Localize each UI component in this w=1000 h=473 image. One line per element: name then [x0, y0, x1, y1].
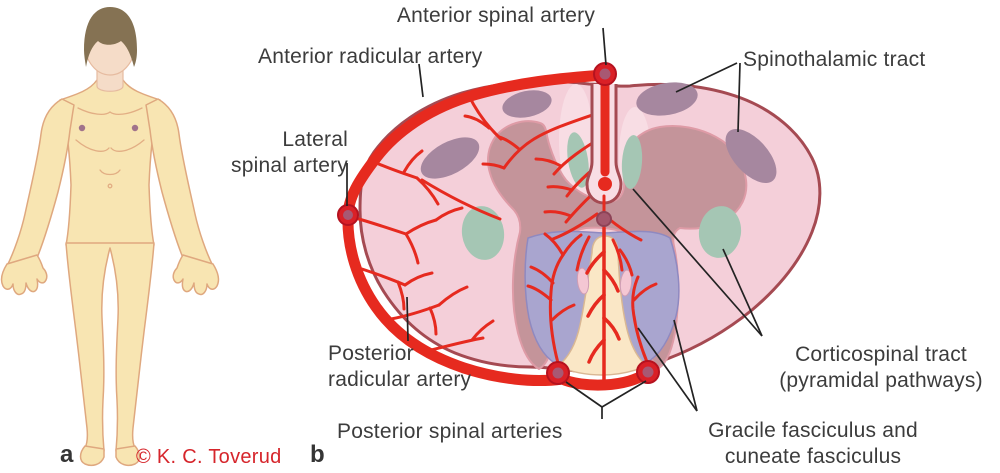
- posterior-spinal-artery-node-left: [546, 361, 570, 385]
- central-canal-node: [596, 211, 612, 227]
- label-lateral-spinal-artery: Lateral spinal artery: [231, 128, 348, 177]
- label-posterior-radicular-artery: Posterior radicular artery: [328, 342, 472, 391]
- panel-letter-a: a: [60, 441, 74, 468]
- spinothalamic-tract-patches: [420, 82, 777, 184]
- anterior-spinal-artery-node: [593, 62, 617, 86]
- hair: [84, 7, 137, 67]
- label-anterior-spinal-artery: Anterior spinal artery: [396, 4, 596, 27]
- illustrator-credit: © K. C. Toverud: [136, 446, 282, 468]
- corticospinal-tract-patches: [461, 132, 742, 260]
- navel: [107, 183, 113, 189]
- label-corticospinal-tract: Corticospinal tract (pyramidal pathways): [779, 343, 983, 392]
- body: [0, 7, 220, 467]
- human-figure: [0, 7, 220, 467]
- nipple-left: [78, 124, 86, 132]
- label-posterior-spinal-arteries: Posterior spinal arteries: [337, 420, 563, 443]
- panel-letter-b: b: [310, 441, 325, 468]
- septum-lens-left: [576, 267, 590, 295]
- posterior-spinal-artery-node-right: [636, 360, 660, 384]
- leader-lines: [346, 27, 763, 419]
- label-gracile-cuneate-fasciculus: Gracile fasciculus and cuneate fasciculu…: [708, 419, 918, 468]
- label-anterior-radicular-artery: Anterior radicular artery: [258, 45, 483, 68]
- posterior-median-artery: [585, 226, 621, 385]
- label-spinothalamic-tract: Spinothalamic tract: [743, 48, 926, 71]
- septum-lens-right: [619, 269, 633, 297]
- lateral-spinal-artery-node: [337, 204, 359, 226]
- nipple-right: [131, 124, 139, 132]
